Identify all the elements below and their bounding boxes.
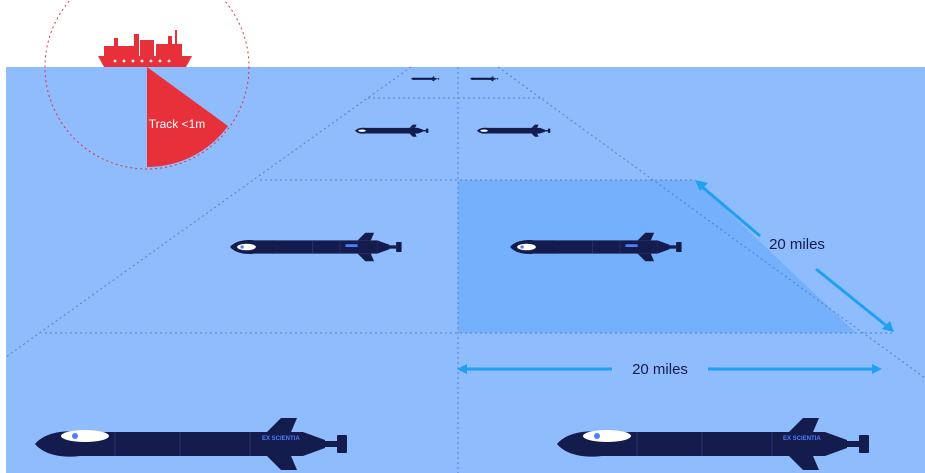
auv-row3-right <box>477 124 551 137</box>
coverage-highlight-cell <box>458 180 856 333</box>
sky <box>0 0 925 67</box>
auv-row1-left <box>35 418 347 470</box>
sonar-cone <box>147 67 228 168</box>
auv-row1-right-logo: EX SCIENTIA <box>783 436 821 442</box>
ship-icon <box>98 30 192 67</box>
horizontal-dimension-label: 20 miles <box>632 361 688 378</box>
auv-row3-left <box>355 124 429 137</box>
auv-row1-right <box>557 418 869 470</box>
diagonal-dimension-label: 20 miles <box>769 236 825 253</box>
sonar-track-label: Track <1m <box>149 117 206 131</box>
auv-row2-left <box>230 232 402 262</box>
sonar-range-circle <box>44 0 250 170</box>
auv-row1-left-logo: EX SCIENTIA <box>262 436 300 442</box>
horizontal-dimension-arrow <box>457 364 882 374</box>
auv-row2-right <box>510 232 682 262</box>
survey-grid <box>5 66 925 473</box>
diagonal-dimension-arrow <box>695 180 894 332</box>
